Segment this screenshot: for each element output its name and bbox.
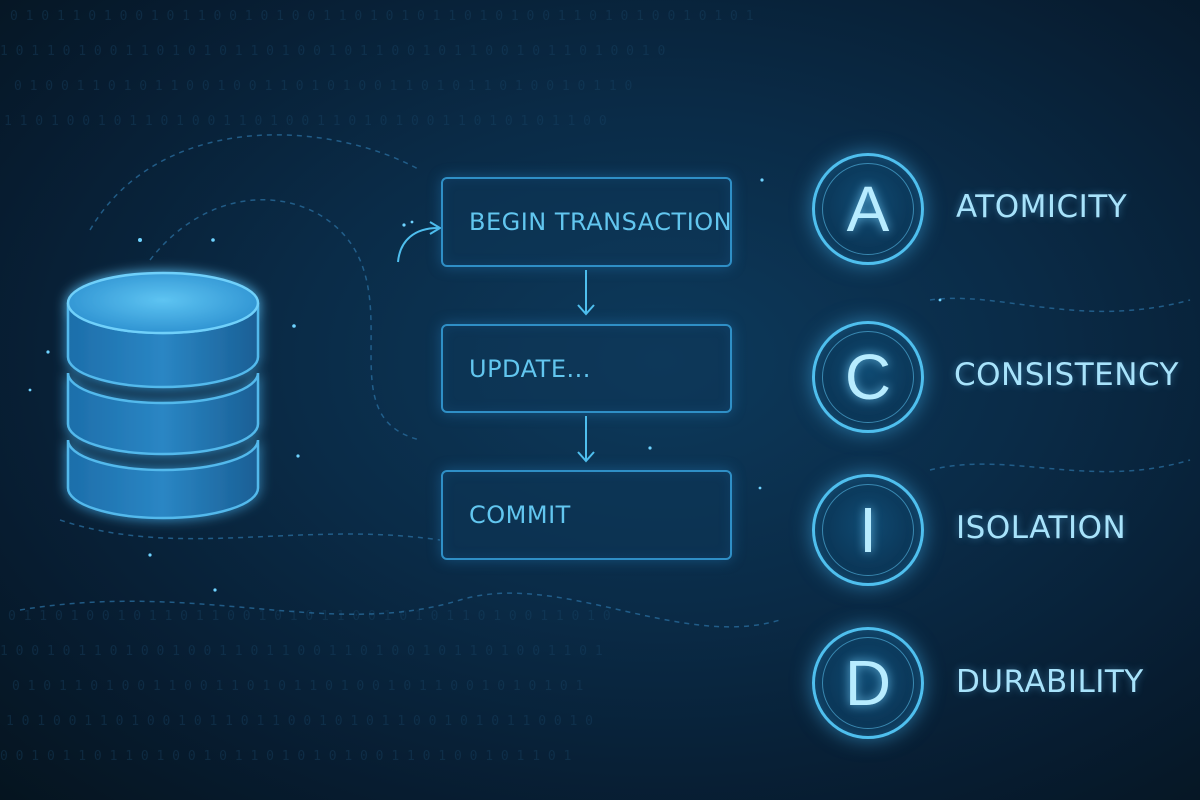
step-label: COMMIT xyxy=(469,501,571,529)
svg-text:1 0 0 1 0 1 1 0 1 0 0 1 0: 1 0 0 1 0 1 1 0 1 0 0 1 0 0 1 1 0 1 1 0 … xyxy=(0,644,603,659)
acid-label-consistency: CONSISTENCY xyxy=(954,357,1179,393)
acid-label-durability: DURABILITY xyxy=(956,664,1144,700)
svg-text:0 1 0 0 1 1 0 1 0 1 1 0 0: 0 1 0 0 1 1 0 1 0 1 1 0 0 1 0 0 1 1 0 1 … xyxy=(14,79,632,94)
svg-text:0 1 1 0 1 0 0 1 0 1 1 0 1: 0 1 1 0 1 0 0 1 0 1 1 0 1 1 0 0 1 0 1 0 … xyxy=(8,609,611,624)
acid-label-atomicity: ATOMICITY xyxy=(956,189,1128,225)
acid-circle-d: D xyxy=(812,627,924,739)
begin-connector xyxy=(397,227,439,263)
step-label: BEGIN TRANSACTION xyxy=(469,208,733,236)
acid-letter: I xyxy=(859,494,877,566)
acid-letter: D xyxy=(844,647,892,719)
begin-connector-arrowhead xyxy=(429,221,442,235)
svg-text:1 1 0 1 0 0 1 0 1 1 0 1 0: 1 1 0 1 0 0 1 0 1 1 0 1 0 0 1 1 0 1 0 0 … xyxy=(4,114,607,129)
step-commit: COMMIT xyxy=(441,470,732,560)
connector-paths xyxy=(19,134,1191,628)
svg-text:0 0 1 0 1 1 0 1 1 0 1 0 0: 0 0 1 0 1 1 0 1 1 0 1 0 0 1 0 1 1 0 1 0 … xyxy=(0,749,571,764)
acid-circle-i: I xyxy=(812,474,924,586)
acid-circle-c: C xyxy=(812,321,924,433)
acid-letter: C xyxy=(844,341,892,413)
svg-text:0 1 0 1 1 0 1 0 0 1 0 1 1: 0 1 0 1 1 0 1 0 0 1 0 1 1 0 0 1 0 1 0 0 … xyxy=(10,9,754,24)
acid-circle-a: A xyxy=(812,153,924,265)
step-begin-transaction: BEGIN TRANSACTION xyxy=(441,177,732,267)
acid-letter: A xyxy=(846,173,890,245)
down-arrow-icon xyxy=(577,270,595,316)
svg-text:1 0 1 0 0 1 1 0 1 0 0 1 0: 1 0 1 0 0 1 1 0 1 0 0 1 0 1 1 0 1 1 0 0 … xyxy=(6,714,593,729)
acid-label-isolation: ISOLATION xyxy=(956,510,1127,546)
step-label: UPDATE... xyxy=(469,354,591,383)
particles xyxy=(28,178,942,592)
svg-text:0 1 0 1 1 0 1 0 0 1 1 0 0: 0 1 0 1 1 0 1 0 0 1 1 0 0 1 1 0 1 0 1 1 … xyxy=(12,679,583,694)
binary-texture: 0 1 0 1 1 0 1 0 0 1 0 1 1 0 0 1 0 1 0 0 … xyxy=(0,9,754,764)
step-update: UPDATE... xyxy=(441,324,732,413)
down-arrow-icon xyxy=(577,416,595,463)
svg-text:1 0 1 1 0 1 0 0 1 1 0 1 0: 1 0 1 1 0 1 0 0 1 1 0 1 0 1 0 1 1 0 1 0 … xyxy=(0,44,665,59)
database-icon xyxy=(66,271,260,520)
